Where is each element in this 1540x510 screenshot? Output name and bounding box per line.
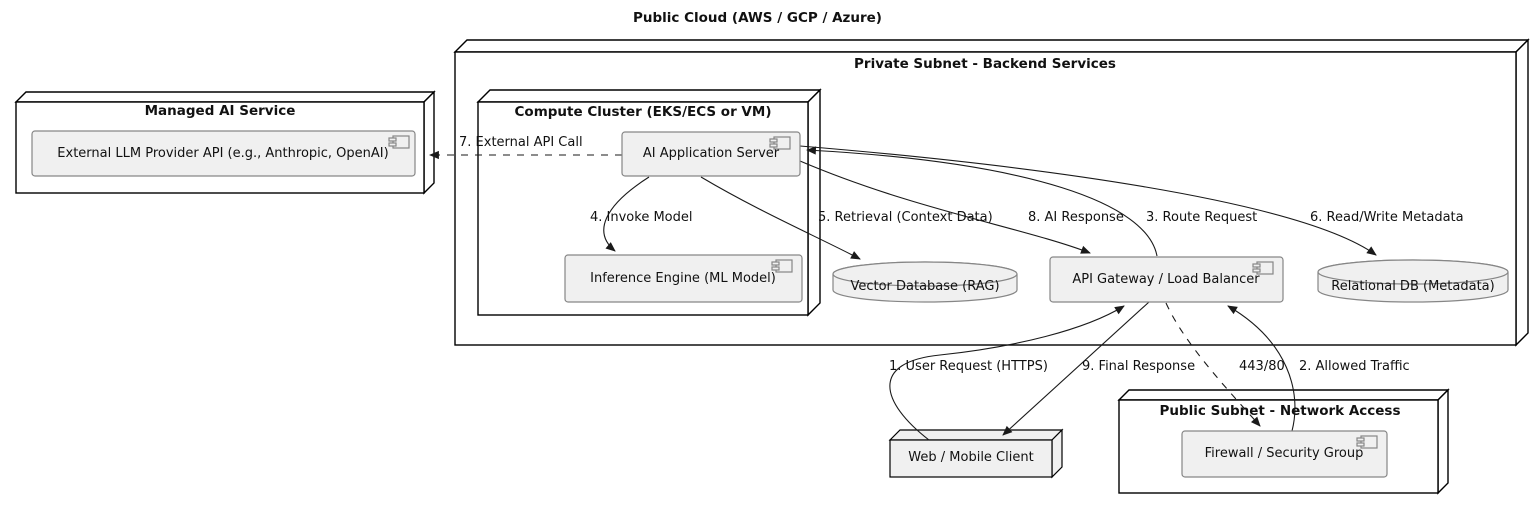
component-label-gateway: API Gateway / Load Balancer	[1072, 272, 1260, 287]
database-relational-db	[1317, 259, 1509, 303]
edge-label-invoke-model: 4. Invoke Model	[590, 210, 693, 225]
node-label-web-client: Web / Mobile Client	[908, 450, 1034, 465]
edge-allowed-traffic	[1227, 305, 1296, 432]
edge-user-request	[889, 305, 1125, 441]
node-label-private-subnet: Private Subnet - Backend Services	[854, 56, 1116, 72]
edge-ai-response	[799, 160, 1091, 254]
edge-label-ai-response: 8. AI Response	[1028, 210, 1124, 225]
edge-label-user-request: 1. User Request (HTTPS)	[889, 359, 1048, 374]
component-label-inference: Inference Engine (ML Model)	[590, 271, 776, 286]
edge-label-route-request: 3. Route Request	[1146, 210, 1258, 225]
database-label-relational-db: Relational DB (Metadata)	[1331, 279, 1495, 294]
edge-label-read-write-metadata: 6. Read/Write Metadata	[1310, 210, 1464, 225]
database-label-vector-db: Vector Database (RAG)	[850, 279, 1000, 294]
component-ai-application-server	[621, 131, 801, 177]
edge-final-response	[1002, 301, 1150, 436]
edge-label-allowed-traffic: 2. Allowed Traffic	[1299, 359, 1410, 374]
database-icon	[1317, 259, 1509, 285]
edge-port-443-80	[1165, 302, 1261, 427]
edge-read-write-metadata	[799, 145, 1377, 256]
database-icon	[832, 261, 1018, 287]
edge-retrieval	[700, 176, 861, 260]
node-label-compute-cluster: Compute Cluster (EKS/ECS or VM)	[514, 104, 772, 120]
component-label-firewall: Firewall / Security Group	[1204, 446, 1364, 461]
edge-label-final-response: 9. Final Response	[1082, 359, 1196, 374]
component-label-llm-api: External LLM Provider API (e.g., Anthrop…	[57, 146, 389, 161]
node-web-mobile-client	[888, 428, 1064, 479]
component-firewall	[1181, 430, 1388, 478]
node-label-managed-ai: Managed AI Service	[144, 103, 296, 119]
edge-route-request	[806, 146, 1158, 257]
component-label-app-server: AI Application Server	[642, 146, 780, 161]
edge-invoke-model	[603, 176, 650, 252]
diagram-title: Public Cloud (AWS / GCP / Azure)	[633, 10, 882, 26]
edge-label-port: 443/80	[1239, 359, 1285, 374]
component-external-llm-api	[31, 130, 416, 177]
component-api-gateway	[1049, 256, 1284, 303]
edge-label-retrieval: 5. Retrieval (Context Data)	[818, 210, 993, 225]
node-label-public-subnet: Public Subnet - Network Access	[1159, 403, 1401, 419]
edge-label-external-api-call: 7. External API Call	[459, 135, 583, 150]
component-inference-engine	[564, 254, 803, 303]
database-vector-db	[832, 261, 1018, 303]
